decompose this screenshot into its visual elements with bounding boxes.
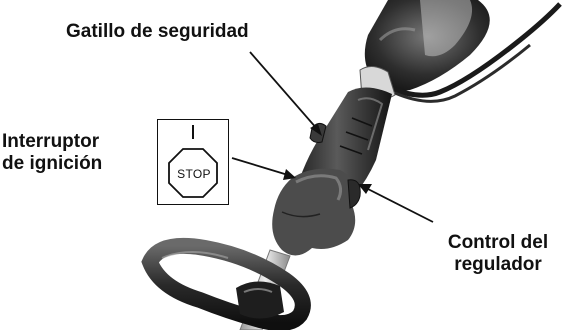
- stop-text: STOP: [177, 167, 211, 181]
- ignition-switch-label-line1: Interruptor: [2, 131, 100, 152]
- loop-handle: [141, 237, 311, 330]
- leader-throttle-control: [365, 187, 434, 223]
- motor-housing: [364, 0, 562, 103]
- ignition-switch-label: Interruptor de ignición: [2, 131, 152, 175]
- throttle-control-label-line2: regulador: [454, 254, 542, 275]
- throttle-control-label-line1: Control del: [447, 232, 549, 253]
- safety-trigger-label-text: Gatillo de seguridad: [66, 21, 249, 42]
- throttle-lever: [347, 179, 361, 209]
- trigger-housing: [272, 168, 356, 256]
- leader-ignition-switch: [231, 157, 289, 176]
- ignition-switch-label-line2: de ignición: [2, 153, 103, 174]
- ignition-switch-symbol: STOP: [157, 119, 229, 205]
- leader-lines: [231, 51, 434, 223]
- throttle-control-label: Control del regulador: [428, 232, 568, 276]
- leader-safety-trigger: [249, 51, 319, 131]
- stop-octagon-icon: [167, 124, 218, 198]
- safety-trigger-label: Gatillo de seguridad: [66, 21, 249, 43]
